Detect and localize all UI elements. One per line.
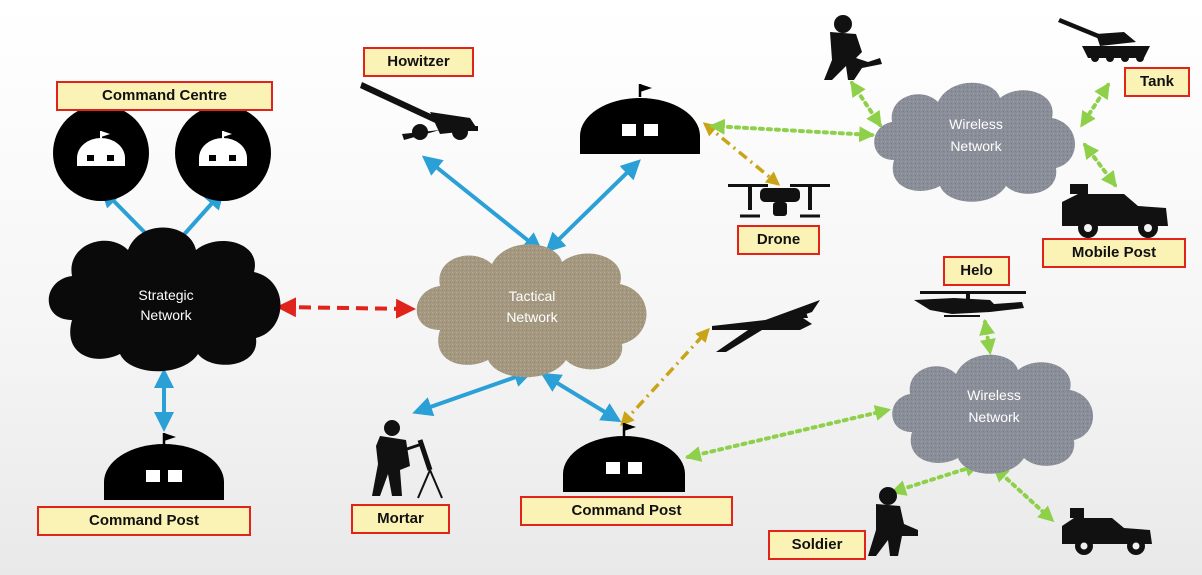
link-cptop-drone bbox=[702, 122, 781, 186]
vehicle-bottom-icon bbox=[1062, 508, 1152, 555]
mobile-post-icon bbox=[1062, 184, 1168, 238]
wireless-top-line1: Wireless bbox=[949, 116, 1003, 132]
strategic-network-line1: Strategic bbox=[138, 287, 193, 303]
mortar-icon bbox=[372, 420, 443, 499]
link-cpcenter-wireless-bottom bbox=[684, 405, 892, 462]
link-cptop-wireless-top bbox=[708, 118, 876, 143]
wireless-top-line2: Network bbox=[950, 138, 1002, 154]
soldier-bottom-icon bbox=[868, 487, 918, 556]
label-drone: Drone bbox=[737, 225, 820, 255]
label-command-post-left: Command Post bbox=[37, 506, 251, 536]
link-mobilepost-wireless-top bbox=[1083, 142, 1117, 188]
links bbox=[100, 80, 1117, 523]
label-tank: Tank bbox=[1124, 67, 1190, 97]
label-soldier: Soldier bbox=[768, 530, 866, 560]
tank-icon bbox=[1058, 18, 1150, 62]
link-tactical-mortar bbox=[412, 367, 534, 417]
link-cptop-tactical bbox=[545, 159, 641, 253]
strategic-network-line2: Network bbox=[140, 307, 192, 323]
label-mortar: Mortar bbox=[351, 504, 450, 534]
soldier-top-icon bbox=[824, 15, 882, 80]
command-post-left-icon bbox=[104, 433, 224, 500]
strategic-network-cloud: Strategic Network bbox=[48, 227, 281, 372]
label-command-post-center: Command Post bbox=[520, 496, 733, 526]
link-strategic-tactical bbox=[276, 297, 416, 319]
link-soldier-wireless-bottom bbox=[889, 461, 982, 496]
helo-icon bbox=[914, 291, 1026, 317]
uav-icon bbox=[712, 300, 820, 352]
wireless-network-top-cloud: Wireless Network bbox=[874, 82, 1076, 202]
label-helo: Helo bbox=[943, 256, 1010, 286]
label-command-centre: Command Centre bbox=[56, 81, 273, 111]
link-cpcenter-uav bbox=[620, 327, 710, 427]
link-vehicle-wireless-bottom bbox=[992, 465, 1055, 523]
howitzer-icon bbox=[360, 82, 478, 140]
command-post-center-icon bbox=[563, 423, 685, 492]
link-tactical-cpcenter bbox=[540, 372, 622, 423]
tactical-network-line2: Network bbox=[506, 309, 558, 325]
command-centre-icon-1 bbox=[53, 105, 149, 201]
drone-icon bbox=[728, 184, 830, 218]
tactical-network-line1: Tactical bbox=[509, 288, 556, 304]
label-howitzer: Howitzer bbox=[363, 47, 474, 77]
link-soldier-wireless-top bbox=[850, 80, 882, 128]
link-helo-wireless-bottom bbox=[979, 318, 996, 356]
wireless-bottom-line1: Wireless bbox=[967, 387, 1021, 403]
command-post-top-icon bbox=[580, 84, 700, 154]
command-centre-icon-2 bbox=[175, 105, 271, 201]
link-howitzer-tactical bbox=[421, 155, 544, 253]
label-mobile-post: Mobile Post bbox=[1042, 238, 1186, 268]
link-tank-wireless-top bbox=[1080, 82, 1110, 128]
wireless-bottom-line2: Network bbox=[968, 409, 1020, 425]
tactical-network-cloud: Tactical Network bbox=[416, 244, 647, 378]
wireless-network-bottom-cloud: Wireless Network bbox=[892, 354, 1094, 474]
